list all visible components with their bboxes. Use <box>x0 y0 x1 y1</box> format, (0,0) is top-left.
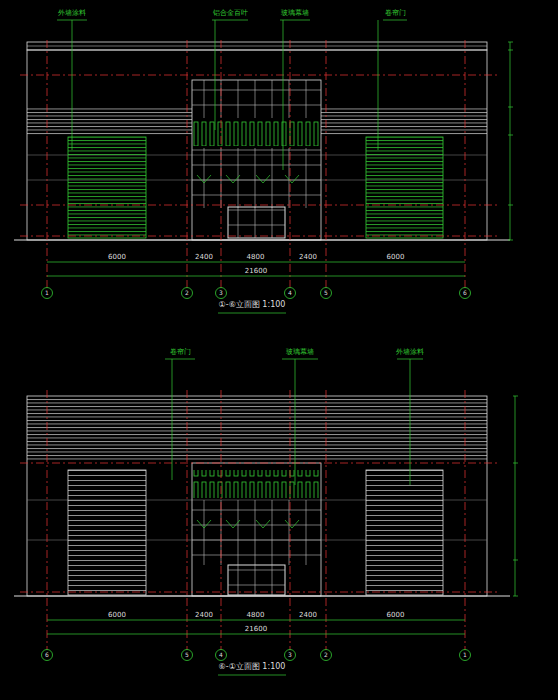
callout-text: 玻璃幕墙 <box>285 349 315 356</box>
dimension-text: 6000 <box>386 612 406 619</box>
dimension-text: 2400 <box>194 254 214 261</box>
axis-number: 2 <box>184 290 190 296</box>
callout-text: 外墙涂料 <box>395 349 425 356</box>
elevation-2 <box>14 359 518 675</box>
axis-number: 5 <box>184 652 190 658</box>
dimension-text: 6000 <box>386 254 406 261</box>
dimension-text: 21600 <box>244 626 268 633</box>
dimension-text: 2400 <box>298 254 318 261</box>
dimension-text: 6000 <box>107 612 127 619</box>
axis-number: 4 <box>218 652 224 658</box>
dimension-text: 2400 <box>194 612 214 619</box>
dimension-text: 21600 <box>244 268 268 275</box>
callout-text: 铝合金百叶 <box>212 10 249 17</box>
callout-text: 外墙涂料 <box>57 10 87 17</box>
axis-number: 5 <box>323 290 329 296</box>
view-title: ①-⑥立面图 1:100 <box>218 301 287 309</box>
dimension-text: 6000 <box>107 254 127 261</box>
axis-number: 6 <box>44 652 50 658</box>
axis-number: 3 <box>218 290 224 296</box>
axis-number: 3 <box>287 652 293 658</box>
dimension-text: 4800 <box>246 612 266 619</box>
dimension-text: 4800 <box>246 254 266 261</box>
elevation-1 <box>14 20 513 313</box>
axis-number: 1 <box>44 290 50 296</box>
axis-number: 2 <box>323 652 329 658</box>
callout-text: 玻璃幕墙 <box>280 10 310 17</box>
callout-text: 卷帘门 <box>384 10 407 17</box>
axis-number: 1 <box>462 652 468 658</box>
callout-text: 卷帘门 <box>169 349 192 356</box>
view-title: ⑥-①立面图 1:100 <box>218 663 287 671</box>
axis-number: 4 <box>287 290 293 296</box>
dimension-text: 2400 <box>298 612 318 619</box>
axis-number: 6 <box>462 290 468 296</box>
